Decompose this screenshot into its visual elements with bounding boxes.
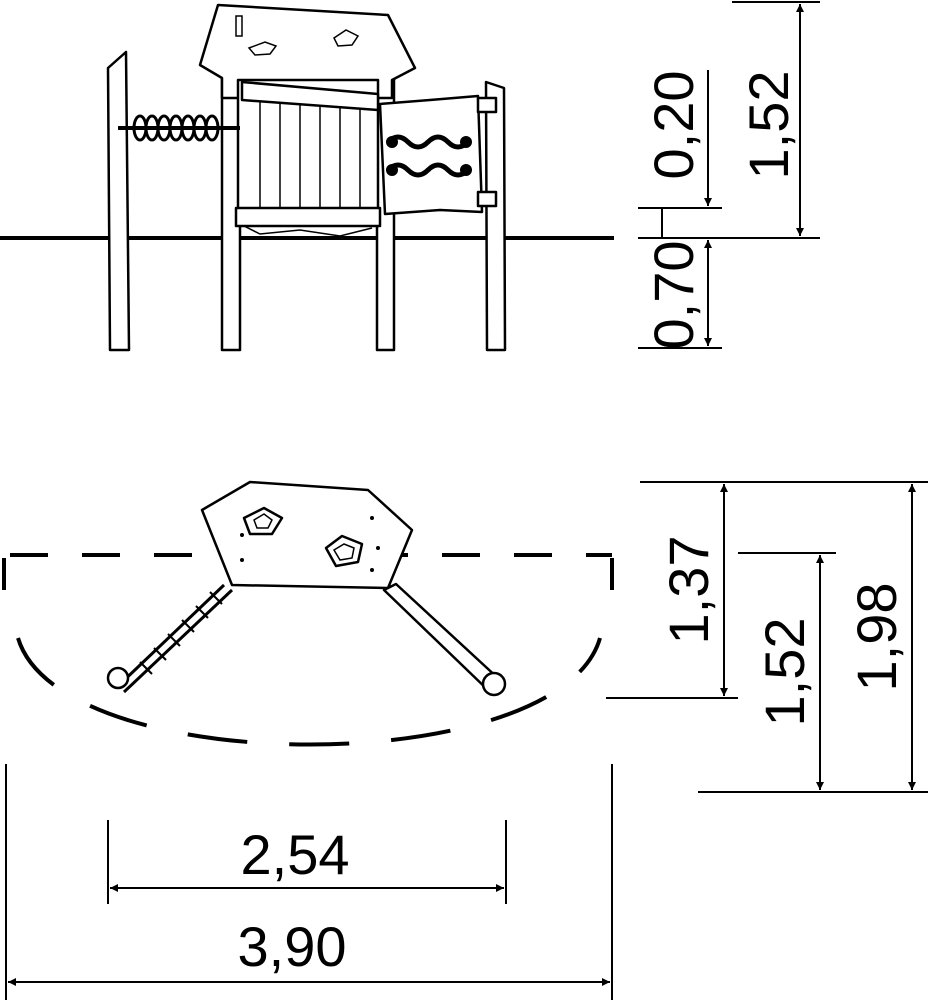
platform-hole-2-inner (332, 543, 355, 561)
elevation-dimensions (638, 1, 820, 349)
dim-width-inner: 2,54 (241, 823, 350, 886)
platform-beam (234, 206, 382, 228)
platform-hole-1 (242, 506, 284, 536)
post-right (484, 80, 507, 352)
dim-total-height: 1,52 (737, 71, 800, 180)
plan-dimensions (5, 481, 928, 1000)
slide-end (481, 671, 507, 697)
slats (259, 100, 361, 210)
post-left (106, 50, 131, 352)
dim-width-total: 3,90 (238, 915, 347, 978)
slide-bar (382, 582, 502, 694)
elevation-view: 0,20 1,52 0,70 (0, 1, 820, 352)
platform-top (200, 480, 414, 590)
ladder-rungs (139, 591, 223, 675)
roof-hole-1 (247, 41, 278, 56)
climbing-panel (378, 94, 484, 216)
platform-bolts (240, 516, 380, 572)
dim-foundation-depth: 0,70 (642, 241, 705, 350)
dim-depth-total: 1,98 (845, 583, 908, 692)
dim-platform-height: 0,20 (642, 71, 705, 180)
ladder-end (106, 666, 130, 690)
plan-view: 1,37 1,52 1,98 2,54 3,90 (2, 480, 928, 1000)
bracket-lower (476, 190, 498, 208)
roof-panel (198, 3, 417, 100)
roof-slot (235, 15, 243, 37)
roof-hole-2 (333, 29, 360, 47)
platform-hole-2 (324, 534, 364, 568)
platform-underside (243, 225, 373, 237)
platform-hole-1-inner (253, 513, 273, 529)
bracket-upper (476, 96, 498, 114)
dim-depth-mid: 1,52 (753, 618, 816, 727)
handrail-bar (240, 80, 380, 112)
climbing-grips (386, 134, 472, 178)
safety-zone-arc (16, 637, 602, 747)
coil-spring (132, 114, 220, 142)
dim-depth-inner: 1,37 (657, 536, 720, 645)
ladder-rail-2 (122, 588, 234, 694)
